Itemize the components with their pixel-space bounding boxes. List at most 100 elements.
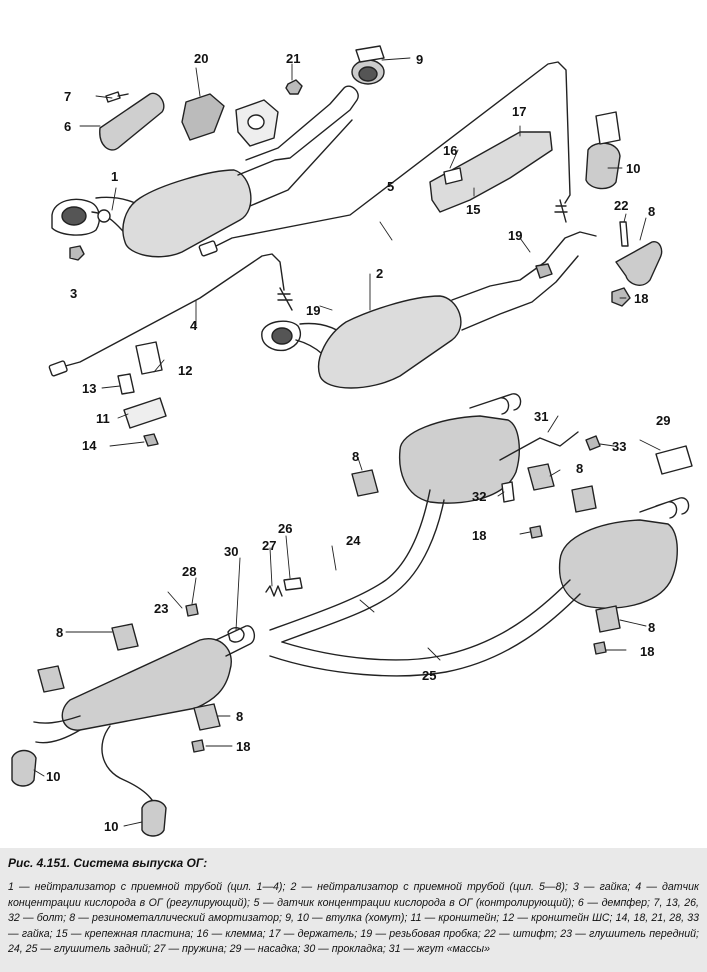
callout-c13: 13 (82, 381, 96, 396)
hanger-8-lower-right (595, 605, 621, 633)
callout-c2: 2 (376, 266, 383, 281)
nut-18-mid (529, 525, 543, 539)
sensor-5-connector (198, 240, 218, 257)
callout-c1: 1 (111, 169, 118, 184)
callout-c27: 27 (262, 538, 276, 553)
nut-14 (143, 433, 159, 447)
damper-6 (99, 92, 165, 151)
hanger-8-top (615, 241, 663, 286)
callout-c16: 16 (443, 143, 457, 158)
clamp-10-bottom (141, 799, 167, 837)
nut-18-front (191, 739, 205, 753)
callout-c10b: 10 (46, 769, 60, 784)
front-muffler (61, 638, 232, 731)
hanger-8-far-right (571, 485, 597, 513)
callout-c8f: 8 (236, 709, 243, 724)
callout-c23: 23 (154, 601, 168, 616)
leader-lines (33, 57, 661, 827)
callout-c12: 12 (178, 363, 192, 378)
callout-c32: 32 (472, 489, 486, 504)
catalyst-1-outlet (237, 85, 359, 207)
callout-c17: 17 (512, 104, 526, 119)
callout-c3: 3 (70, 286, 77, 301)
sensor-4-connector (48, 360, 68, 377)
bolt-7 (105, 91, 129, 103)
clamp-9-opening (358, 66, 378, 82)
catalyst-2-flange-hole (271, 327, 293, 345)
heat-shield-15 (429, 131, 553, 213)
bracket-plate-hole (247, 114, 265, 130)
exhaust-system-diagram: 1 2 3 4 5 6 7 8 8 8 8 8 8 9 10 10 10 11 … (11, 45, 693, 837)
callout-c4: 4 (190, 318, 198, 333)
catalyst-2-body (318, 295, 462, 389)
callout-c18a: 18 (634, 291, 648, 306)
y-pipe-upper (269, 489, 445, 643)
callout-c19a: 19 (508, 228, 522, 243)
callout-c25: 25 (422, 668, 436, 683)
bracket-11 (123, 397, 167, 429)
caption-legend: 1 — нейтрализатор с приемной трубой (цил… (8, 881, 699, 955)
clamp-9-ears (355, 45, 385, 63)
sensor-4-cable (57, 253, 285, 369)
callout-c18b: 18 (472, 528, 486, 543)
callout-c10c: 10 (104, 819, 118, 834)
callout-c14: 14 (82, 438, 97, 453)
catalyst-1-body (122, 169, 252, 258)
callout-c30: 30 (224, 544, 238, 559)
callout-labels: 1 2 3 4 5 6 7 8 8 8 8 8 8 9 10 10 10 11 … (46, 51, 670, 834)
nut-28 (185, 603, 199, 617)
hanger-8-front-right (193, 703, 221, 731)
catalyst-1-flange-hole (61, 206, 87, 226)
y-pipe-lower (269, 579, 581, 677)
tailpipe-trim-29 (655, 445, 693, 475)
catalyst-1-sensor-port (97, 209, 111, 223)
callout-c8d: 8 (648, 620, 655, 635)
callout-c29: 29 (656, 413, 670, 428)
callout-c18d: 18 (236, 739, 250, 754)
callout-c10a: 10 (626, 161, 640, 176)
callout-c19b: 19 (306, 303, 320, 318)
nut-19-lower (535, 263, 553, 279)
rear-muffler-upper (398, 415, 520, 504)
clamp-10-top (585, 142, 621, 190)
sensor-4-probe (277, 287, 293, 311)
ground-strap-31 (499, 431, 579, 461)
front-muffler-inlet (215, 625, 256, 657)
rear-muffler-lower (558, 519, 678, 609)
callout-c31: 31 (534, 409, 548, 424)
bracket-12 (135, 341, 163, 375)
bolt-32 (501, 481, 515, 503)
figure-caption: Рис. 4.151. Система выпуска ОГ: 1 — нейт… (0, 848, 707, 972)
hanger-8-left-upper (111, 623, 139, 651)
hanger-8-ur-left (351, 469, 379, 497)
rear-muffler-upper-tips (469, 393, 522, 415)
catalyst-2-outlet (451, 231, 597, 331)
callout-c33: 33 (612, 439, 626, 454)
sensor-5-probe (554, 199, 568, 223)
gasket-30 (227, 627, 245, 643)
hanger-8-left-lower (37, 665, 65, 693)
callout-c24: 24 (346, 533, 361, 548)
callout-c11: 11 (96, 411, 110, 426)
callout-c7: 7 (64, 89, 71, 104)
spring-27 (265, 585, 283, 597)
plate-20 (181, 93, 225, 141)
callout-c6: 6 (64, 119, 71, 134)
callout-c8b: 8 (352, 449, 359, 464)
nut-21 (285, 79, 303, 95)
callout-c18c: 18 (640, 644, 654, 659)
nut-3 (69, 245, 85, 261)
nut-18-lower-right (593, 641, 607, 655)
callout-c22: 22 (614, 198, 628, 213)
sensor-5-cable (207, 61, 571, 251)
callout-c28: 28 (182, 564, 196, 579)
hanger-8-ur-right (527, 463, 555, 491)
bolt-13 (117, 373, 135, 395)
caption-title: Рис. 4.151. Система выпуска ОГ: (8, 856, 208, 870)
clamp-10-top-ears (595, 111, 621, 145)
bolt-26 (283, 577, 303, 591)
terminal-16 (443, 167, 463, 185)
callout-c8a: 8 (648, 204, 655, 219)
rear-muffler-lower-tips (639, 497, 690, 519)
callout-c5: 5 (387, 179, 394, 194)
